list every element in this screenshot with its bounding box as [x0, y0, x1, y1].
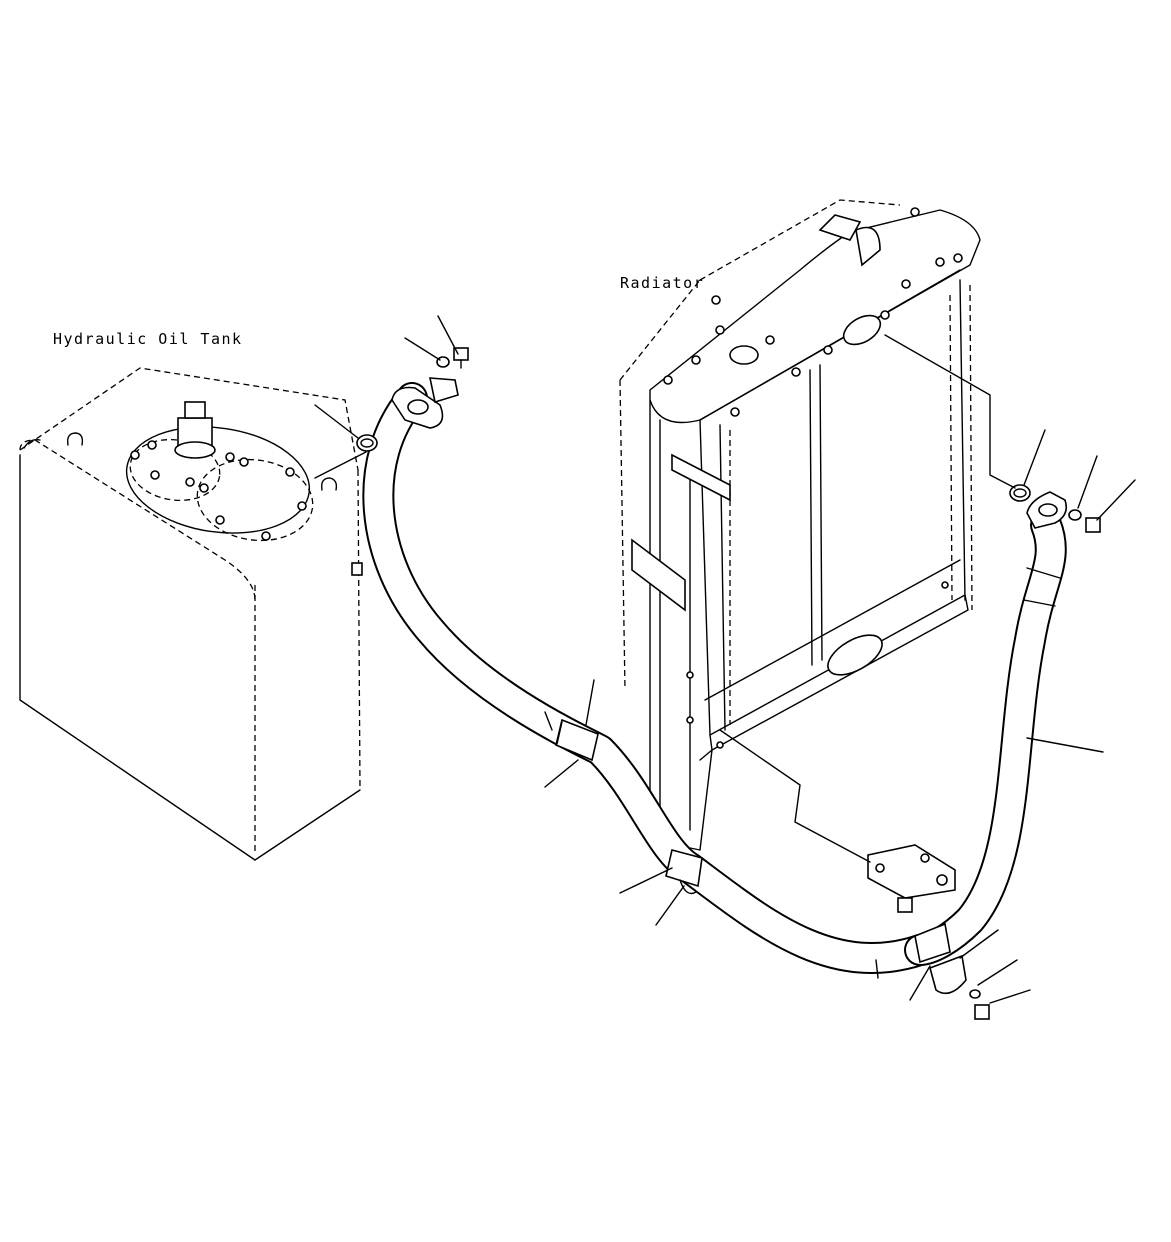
o-ring-radiator	[1009, 484, 1031, 502]
return-hose	[904, 509, 1067, 966]
radiator	[619, 199, 981, 851]
hydraulic-oil-tank	[19, 367, 363, 861]
hydraulic-oil-tank-label: Hydraulic Oil Tank	[53, 330, 243, 348]
suction-hose	[362, 382, 936, 975]
o-ring-tank	[356, 434, 378, 452]
hose-clamp-2	[665, 849, 703, 895]
radiator-label: Radiator	[620, 274, 705, 292]
bolt-radiator	[1085, 517, 1101, 533]
mounting-bracket	[867, 844, 956, 913]
washer-clamp-bolt	[969, 989, 981, 999]
hose-seams	[544, 711, 879, 979]
hose-clamp-1	[555, 718, 599, 762]
leader-lines	[314, 315, 1136, 1004]
washer-radiator-bolt	[1068, 509, 1082, 521]
hose-clamp-3	[914, 922, 967, 995]
bolt-clamp	[974, 1004, 990, 1020]
bolt-tank	[453, 347, 469, 369]
radiator-flange	[1026, 491, 1068, 529]
tank-flange	[391, 377, 459, 429]
